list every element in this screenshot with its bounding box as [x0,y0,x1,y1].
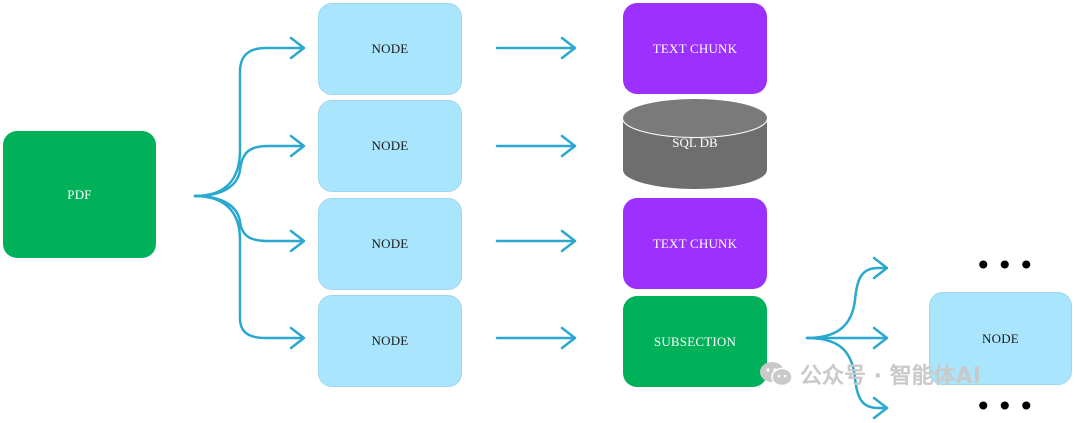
sub-node-box: NODE [929,292,1072,385]
arrowhead-sub-mid [872,326,889,350]
arrowhead-4 [289,326,306,350]
connector-pdf-node-1 [193,46,305,198]
connector-sub-top [805,266,888,340]
connector-pdf-node-2 [193,144,305,198]
node-box-3: NODE [318,198,462,290]
pdf-box: PDF [3,131,156,258]
sql-db-cylinder [622,98,768,189]
text-chunk-box-1: TEXT CHUNK [623,3,767,94]
connector-sub-bot [805,336,888,410]
node-box-1: NODE [318,3,462,95]
node-box-4: NODE [318,295,462,387]
arrow-node1-chunk [495,36,577,60]
arrow-node2-db [495,134,577,158]
sql-db-label: SQL DB [672,135,718,150]
arrow-node3-chunk [495,229,577,253]
arrowhead-sub-bot [872,396,889,419]
watermark-text: 公众号 · 智能体AI [800,364,981,389]
ellipsis-bottom: ••• [975,390,1040,423]
connector-pdf-node-3 [193,194,305,243]
wechat-icon [760,362,793,387]
arrowhead-2 [289,134,306,158]
subsection-box: SUBSECTION [623,296,767,387]
arrow-node4-subsection [495,326,577,350]
node-box-2: NODE [318,100,462,192]
ellipsis-top: ••• [975,249,1040,282]
text-chunk-box-2: TEXT CHUNK [623,198,767,289]
arrowhead-3 [289,229,306,253]
watermark: 公众号 · 智能体AI [758,358,981,390]
arrowhead-1 [289,36,306,60]
connector-pdf-node-4 [193,194,305,340]
arrowhead-sub-top [872,256,889,280]
